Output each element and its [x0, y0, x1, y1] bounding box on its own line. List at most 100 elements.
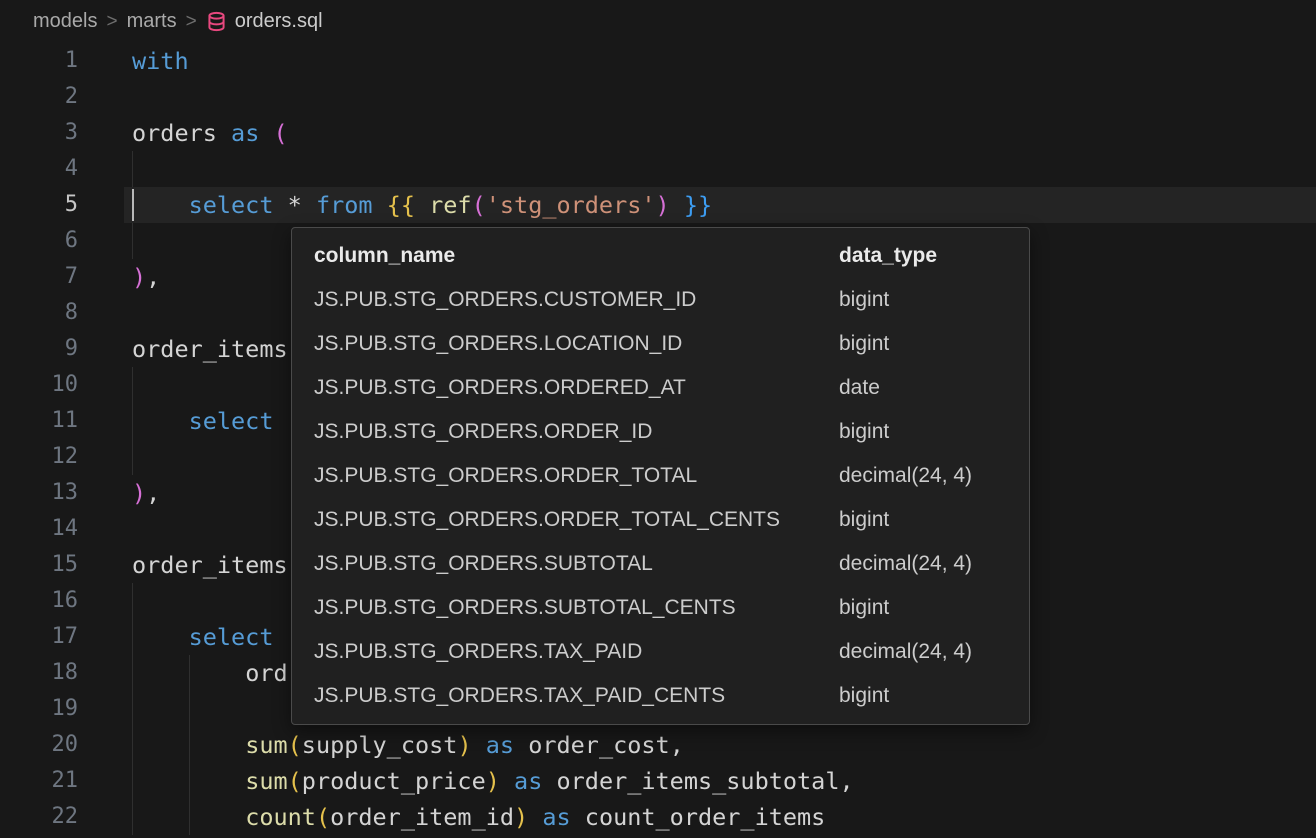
code-token: ,: [146, 263, 161, 291]
line-number[interactable]: 21: [51, 768, 79, 793]
column-name-cell: JS.PUB.STG_ORDERS.ORDER_TOTAL: [314, 464, 698, 487]
line-content[interactable]: order_items: [124, 331, 1316, 367]
code-line-14[interactable]: 14: [0, 511, 1316, 547]
code-line-6[interactable]: 6: [0, 223, 1316, 259]
line-number[interactable]: 13: [51, 480, 79, 505]
code-line-15[interactable]: 15 order_items: [0, 547, 1316, 583]
code-token: [259, 119, 273, 147]
line-content[interactable]: ord: [124, 655, 1316, 691]
line-number[interactable]: 11: [51, 408, 79, 433]
code-line-22[interactable]: 22 count(order_item_id) as count_order_i…: [0, 799, 1316, 835]
line-number[interactable]: 4: [64, 156, 78, 181]
line-content[interactable]: select: [124, 403, 1316, 439]
line-content[interactable]: count(order_item_id) as count_order_item…: [124, 799, 1316, 835]
line-number[interactable]: 17: [51, 624, 79, 649]
code-line-12[interactable]: 12: [0, 439, 1316, 475]
line-content[interactable]: sum(product_price) as order_items_subtot…: [124, 763, 1316, 799]
code-token: ): [514, 803, 529, 831]
data-type-cell: bigint: [839, 420, 890, 443]
line-content[interactable]: select: [124, 619, 1316, 655]
column-name-cell: JS.PUB.STG_ORDERS.ORDER_TOTAL_CENTS: [314, 508, 780, 531]
line-number[interactable]: 6: [64, 228, 78, 253]
line-content[interactable]: ),: [124, 475, 1316, 511]
breadcrumb-item-marts[interactable]: marts: [126, 10, 177, 32]
code-token: from: [315, 191, 373, 219]
line-content[interactable]: [124, 151, 1316, 187]
code-line-5[interactable]: 5 select * from {{ ref('stg_orders') }}: [0, 187, 1316, 223]
code-line-9[interactable]: 9 order_items: [0, 331, 1316, 367]
code-line-21[interactable]: 21 sum(product_price) as order_items_sub…: [0, 763, 1316, 799]
line-content[interactable]: [124, 691, 1316, 727]
code-line-13[interactable]: 13),: [0, 475, 1316, 511]
line-number[interactable]: 7: [64, 264, 78, 289]
line-number[interactable]: 19: [51, 696, 79, 721]
column-name-cell: JS.PUB.STG_ORDERS.CUSTOMER_ID: [314, 288, 697, 311]
code-line-8[interactable]: 8: [0, 295, 1316, 331]
code-token: as: [485, 731, 515, 759]
code-area: 1 with 2 3 orders as ( 4 5 select * from {{ re…: [0, 43, 1316, 835]
code-token: ord: [245, 659, 288, 687]
breadcrumb-item-models[interactable]: models: [33, 10, 98, 32]
code-token: with: [132, 47, 189, 75]
code-token: select: [188, 407, 274, 435]
line-content[interactable]: [124, 223, 1316, 259]
line-number[interactable]: 5: [64, 192, 78, 217]
data-type-cell: bigint: [839, 508, 890, 531]
code-line-19[interactable]: 19: [0, 691, 1316, 727]
line-number[interactable]: 15: [51, 552, 79, 577]
code-token: as: [231, 119, 260, 147]
line-content[interactable]: with: [124, 43, 1316, 79]
code-line-2[interactable]: 2: [0, 79, 1316, 115]
code-line-11[interactable]: 11 select: [0, 403, 1316, 439]
column-name-cell: JS.PUB.STG_ORDERS.SUBTOTAL: [314, 552, 653, 575]
code-line-7[interactable]: 7),: [0, 259, 1316, 295]
line-number[interactable]: 8: [64, 300, 78, 325]
code-line-17[interactable]: 17 select: [0, 619, 1316, 655]
code-line-1[interactable]: 1 with: [0, 43, 1316, 79]
code-line-4[interactable]: 4: [0, 151, 1316, 187]
code-line-20[interactable]: 20 sum(supply_cost) as order_cost,: [0, 727, 1316, 763]
line-content[interactable]: [124, 79, 1316, 115]
code-token: as: [542, 803, 571, 831]
line-number[interactable]: 2: [64, 84, 78, 109]
line-number[interactable]: 1: [64, 48, 78, 73]
code-token: sum: [245, 731, 288, 759]
code-line-3[interactable]: 3 orders as (: [0, 115, 1316, 151]
line-content[interactable]: select * from {{ ref('stg_orders') }}: [124, 187, 1316, 223]
data-type-cell: decimal(24, 4): [839, 640, 973, 663]
code-line-10[interactable]: 10: [0, 367, 1316, 403]
line-content[interactable]: [124, 367, 1316, 403]
code-token: 'stg_orders': [485, 191, 656, 219]
line-number[interactable]: 20: [51, 732, 79, 757]
line-content[interactable]: order_items: [124, 547, 1316, 583]
code-line-18[interactable]: 18 ord: [0, 655, 1316, 691]
indent-guide: [132, 727, 133, 763]
code-token: }}: [683, 191, 713, 219]
line-number[interactable]: 12: [51, 444, 79, 469]
line-number[interactable]: 18: [51, 660, 79, 685]
code-token: ,: [839, 767, 854, 795]
line-number[interactable]: 3: [64, 120, 78, 145]
line-content[interactable]: [124, 583, 1316, 619]
chevron-right-icon: >: [106, 10, 118, 32]
code-token: [542, 767, 556, 795]
line-content[interactable]: sum(supply_cost) as order_cost,: [124, 727, 1316, 763]
line-number[interactable]: 14: [51, 516, 79, 541]
line-number[interactable]: 9: [64, 336, 78, 361]
column-name-cell: JS.PUB.STG_ORDERS.TAX_PAID: [314, 640, 643, 663]
indent-guide: [188, 691, 190, 727]
line-number[interactable]: 10: [51, 372, 79, 397]
line-number[interactable]: 22: [51, 804, 79, 829]
line-content[interactable]: ),: [124, 259, 1316, 295]
line-content[interactable]: orders as (: [124, 115, 1316, 151]
indent-guide: [132, 151, 133, 187]
line-content[interactable]: [124, 439, 1316, 475]
breadcrumb-item-file[interactable]: orders.sql: [234, 10, 323, 32]
code-line-16[interactable]: 16: [0, 583, 1316, 619]
line-number[interactable]: 16: [51, 588, 79, 613]
